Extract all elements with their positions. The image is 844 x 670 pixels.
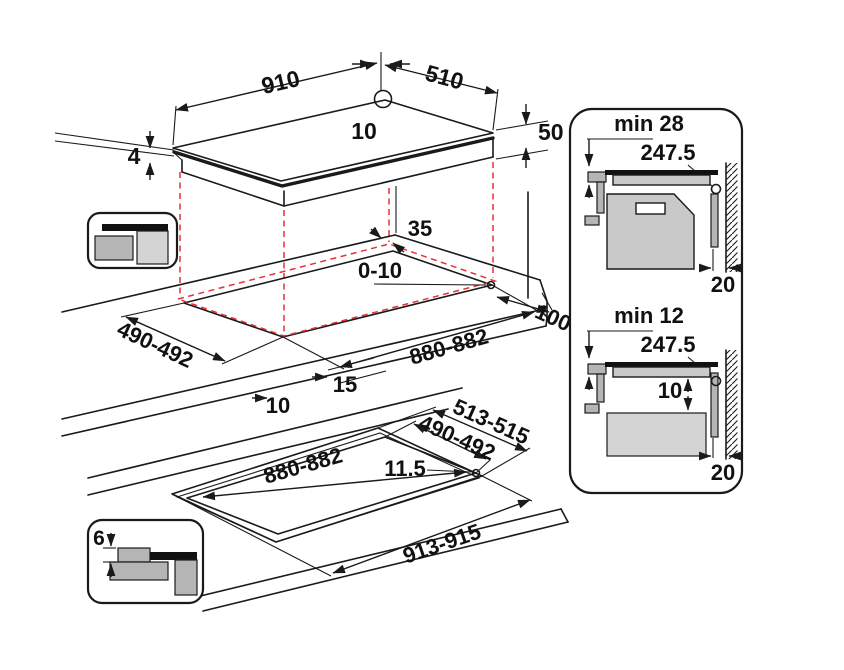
dim-overhang-10: 10	[266, 393, 290, 418]
clearance-panel: min 28 247.5 20 min 12	[568, 107, 744, 495]
vent-hole	[373, 89, 393, 109]
label-min-28: min 28	[614, 111, 684, 136]
label-duct-247-5-bottom: 247.5	[640, 332, 695, 357]
rebate-step	[175, 432, 481, 543]
hob-oven-icon	[86, 211, 179, 270]
label-wall-20-bottom: 20	[711, 460, 735, 485]
dim-width-910: 910	[259, 65, 302, 99]
hob-footprint-dashed	[175, 243, 498, 337]
detail-counter-bottom	[612, 366, 711, 378]
dim-corner-gap: 0-10	[358, 258, 402, 283]
corner-gap-marker	[486, 280, 496, 290]
dim-side-100: 100	[531, 299, 575, 337]
step-corner-marker	[471, 468, 481, 478]
dim-front-15: 15	[333, 372, 357, 397]
dim-depth-510: 510	[423, 60, 467, 95]
dim-outer-width: 913-915	[400, 519, 484, 569]
wall-hatch-top	[726, 163, 738, 272]
icon-hob-bar	[102, 224, 168, 231]
hob-glass-edge	[172, 136, 495, 188]
icon-oven-block	[94, 235, 134, 261]
flush-icon: 6	[86, 518, 205, 605]
dim-rear-gap-35: 35	[408, 216, 432, 241]
dim-hole-10: 10	[351, 118, 377, 144]
dim-glass-4: 4	[128, 143, 141, 169]
hob-top-view: 910 510 10 50 4	[54, 52, 564, 333]
clearance-detail-drawer: min 12 247.5 10 20	[584, 303, 741, 485]
detail-oven-vent	[635, 202, 666, 215]
icon-flush-hob-bar	[150, 552, 197, 560]
dim-cutout-depth: 490-492	[113, 316, 197, 373]
dim-inner-width: 880-882	[261, 442, 346, 488]
detail-drawer	[606, 412, 707, 457]
detail-spacer-top	[710, 193, 719, 248]
label-duct-247-5-top: 247.5	[640, 140, 695, 165]
label-min-12: min 12	[614, 303, 684, 328]
icon-step-lower	[109, 561, 169, 581]
dim-height-50: 50	[538, 119, 564, 145]
clearance-detail-oven: min 28 247.5 20	[584, 111, 741, 297]
label-gap-10: 10	[658, 378, 682, 403]
detail-spacer-bottom	[710, 372, 719, 438]
label-wall-20-top: 20	[711, 272, 735, 297]
dim-step-11-5: 11.5	[384, 456, 426, 481]
icon-side-block	[174, 559, 198, 596]
icon-step-upper	[117, 547, 151, 563]
icon-cabinet-block	[136, 230, 169, 265]
hob-glass-surface	[172, 99, 494, 182]
detail-hob-bar-top	[605, 170, 718, 175]
icon-dim-6: 6	[93, 527, 105, 550]
detail-oven-body	[606, 193, 695, 270]
wall-hatch-bottom	[726, 350, 738, 459]
detail-hob-bar-bottom	[605, 362, 718, 367]
detail-counter-top	[612, 174, 711, 186]
